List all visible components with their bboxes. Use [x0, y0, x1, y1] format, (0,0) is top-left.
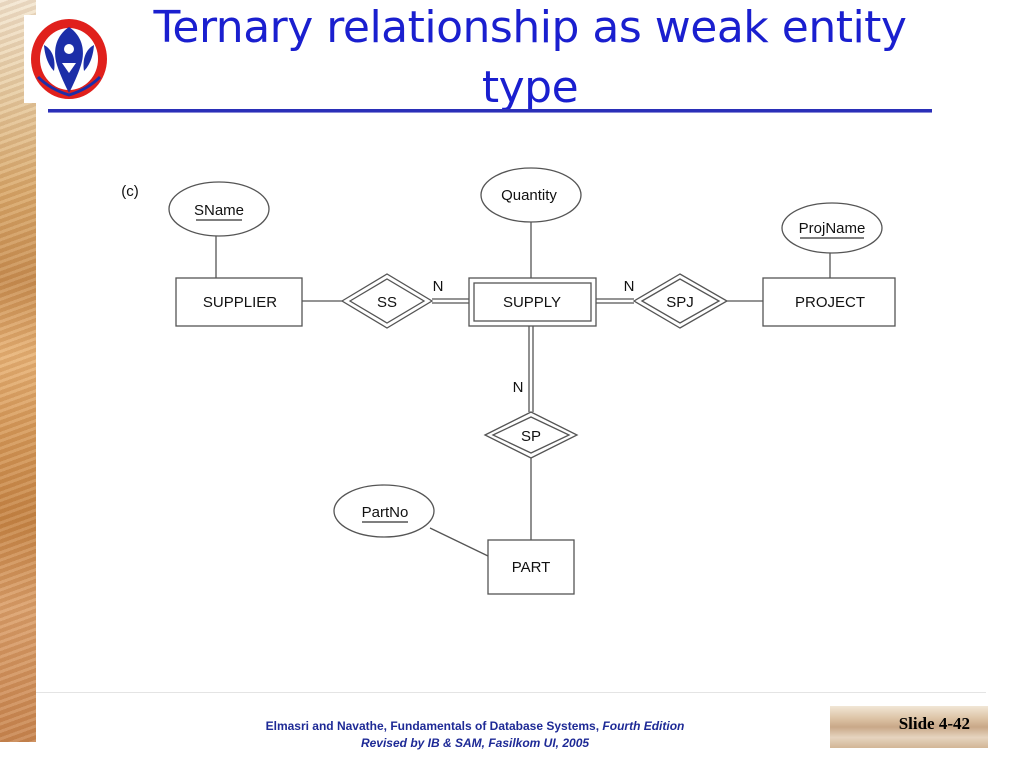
- cardinality-ss-supply: N: [433, 278, 444, 295]
- attr-projname-oval: [781, 202, 883, 254]
- attr-partno-text: PartNo: [362, 504, 409, 521]
- footer-book-title: Elmasri and Navathe, Fundamentals of Dat…: [265, 719, 603, 733]
- attr-sname-oval: [168, 181, 270, 237]
- attr-quantity-text: Quantity: [501, 187, 557, 204]
- attr-projname-text: ProjName: [799, 220, 866, 237]
- entity-project-text: PROJECT: [795, 294, 865, 311]
- rel-spj-inner-diamond: [640, 278, 721, 324]
- entity-supply-text: SUPPLY: [503, 294, 561, 311]
- rel-spj-text: SPJ: [666, 294, 694, 311]
- entity-supplier-text: SUPPLIER: [203, 294, 277, 311]
- entity-project-box: [762, 277, 896, 327]
- entity-supplier-box: [175, 277, 303, 327]
- slide-number-box: Slide 4-42: [830, 706, 988, 748]
- decorative-sidebar: [0, 0, 36, 742]
- entity-part-text: PART: [512, 559, 551, 576]
- rel-ss-inner-diamond: [348, 278, 426, 324]
- footer-line-2: Revised by IB & SAM, Fasilkom UI, 2005: [360, 736, 590, 750]
- attr-partno-oval: [333, 484, 435, 538]
- rel-ss-text: SS: [377, 294, 397, 311]
- attr-sname-text: SName: [194, 202, 244, 219]
- title-underline: [48, 109, 932, 113]
- rel-sp-inner-diamond: [491, 416, 571, 454]
- cardinality-spj-supply: N: [624, 278, 635, 295]
- rel-sp-text: SP: [521, 428, 541, 445]
- slide-title: Ternary relationship as weak entity type: [153, 2, 907, 113]
- slide-number: Slide 4-42: [898, 714, 970, 733]
- footer-line-1: Elmasri and Navathe, Fundamentals of Dat…: [180, 718, 770, 735]
- attr-quantity-oval: [480, 167, 582, 223]
- footer-divider: [36, 692, 986, 693]
- footer-edition: Fourth Edition: [602, 719, 685, 733]
- cardinality-sp-supply: N: [513, 379, 524, 396]
- diagram-label: (c): [121, 183, 139, 200]
- entity-supply-inner-box: [473, 282, 592, 322]
- university-logo: [24, 15, 114, 103]
- er-diagram: (c) SName Quantity ProjName PartNo SUPPL…: [121, 167, 896, 595]
- footer-credits: Elmasri and Navathe, Fundamentals of Dat…: [180, 718, 770, 752]
- entity-part-box: [487, 539, 575, 595]
